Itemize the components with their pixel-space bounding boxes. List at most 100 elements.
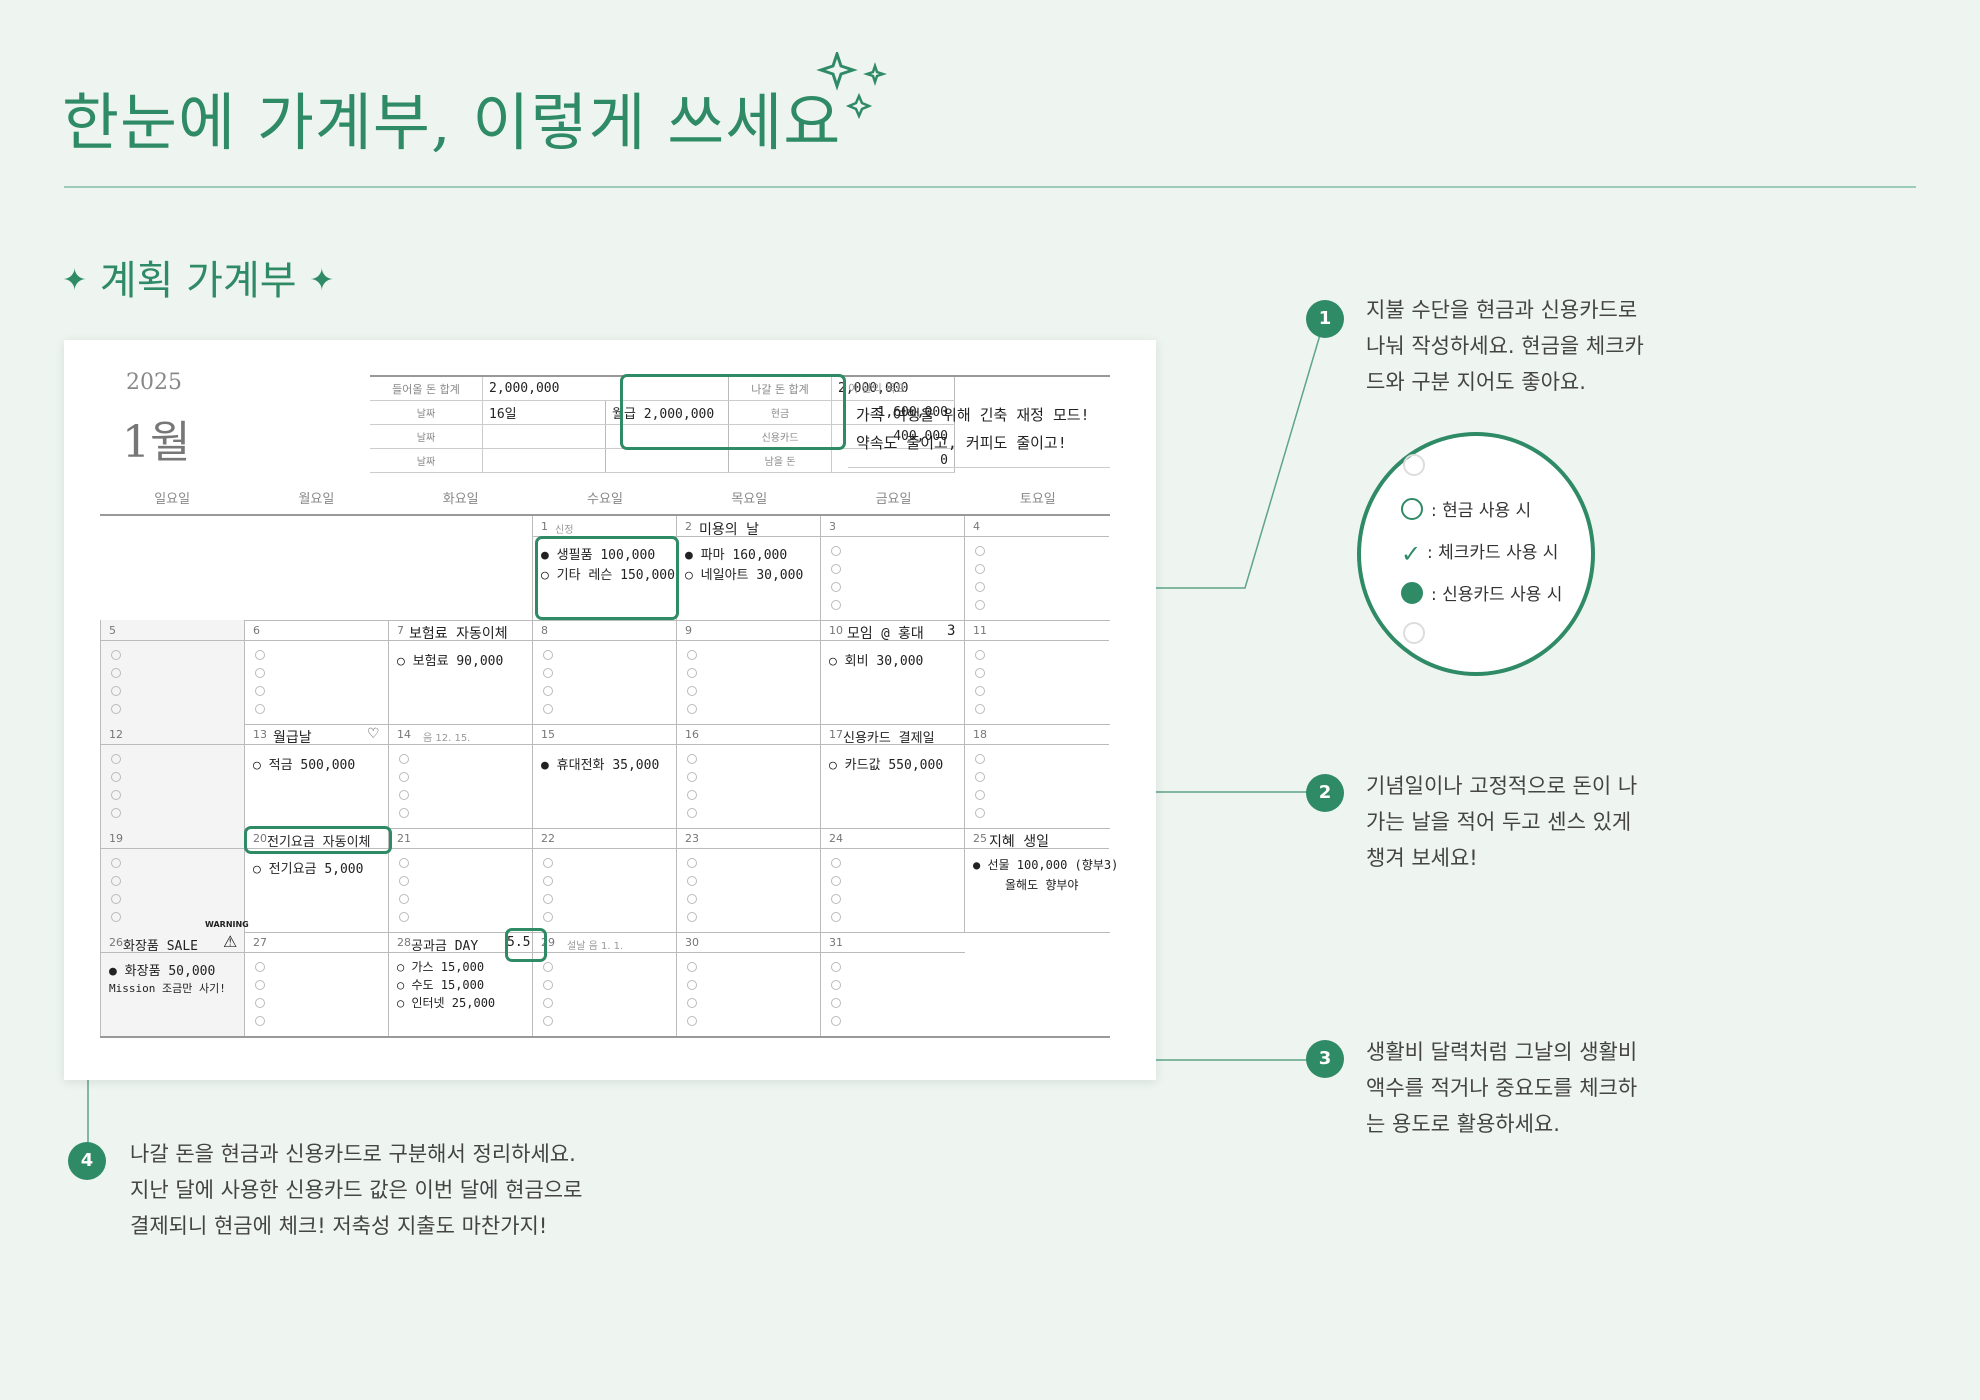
day-number: 25 (973, 832, 987, 845)
cash-value: 1,600,000 (831, 400, 955, 425)
entry: ○ 전기요금 5,000 (253, 862, 364, 877)
highlight-anniversary (244, 826, 392, 854)
entry: ○ 기타 레슨 150,000 (541, 568, 675, 583)
day-number: 11 (973, 624, 987, 637)
day-note: 공과금 DAY (411, 939, 479, 954)
day-number: 31 (829, 936, 843, 949)
day-cell-28: 28 공과금 DAY 5.5 ○ 가스 15,000 ○ 수도 15,000 ○… (388, 932, 533, 1036)
day-number: 19 (109, 832, 123, 845)
entry: ○ 회비 30,000 (829, 654, 924, 669)
day-number: 30 (685, 936, 699, 949)
day-number: 26 (109, 936, 123, 949)
day-cell-6: 6 (244, 620, 389, 724)
goal-line-1: 가족 여행을 위해 긴축 재정 모드! (856, 406, 1090, 424)
day-cell-22: 22 (532, 828, 677, 932)
day-note-extra: 5.5 (507, 935, 531, 950)
weekday-sat: 토요일 (1019, 492, 1056, 507)
day-cell-24: 24 (820, 828, 965, 932)
planner-sheet: 2025 1월 들어올 돈 합계 2,000,000 나갈 돈 합계 2,000… (64, 340, 1156, 1080)
day-cell-30: 30 (676, 932, 821, 1036)
legend-cash: : 현금 사용 시 (1401, 496, 1531, 521)
day-cell-18: 18 (964, 724, 1109, 828)
entry: ● 화장품 50,000 (109, 964, 216, 979)
day-note-extra: 3 (947, 623, 956, 639)
legend-check: ✓: 체크카드 사용 시 (1401, 540, 1559, 568)
entry: 올해도 향부야 (1005, 878, 1079, 892)
income-label: 들어올 돈 합계 (370, 375, 483, 401)
section-title: ✦ 계획 가계부 ✦ (62, 248, 334, 306)
title-divider (64, 186, 1916, 188)
weekday-tue: 화요일 (442, 492, 479, 507)
day-number: 12 (109, 728, 123, 741)
entry: ○ 카드값 550,000 (829, 758, 944, 773)
holiday-label: 음 12. 15. (423, 733, 471, 744)
weekday-thu: 목요일 (731, 492, 768, 507)
day-number: 23 (685, 832, 699, 845)
day-cell-4: 4 (964, 516, 1109, 620)
week-row-1: 1 신정 ● 생필품 100,000 ○ 기타 레슨 150,000 2 미용의… (100, 516, 1110, 620)
week-row-2: 5 6 7 보험료 자동이체 ○ 보험료 90,000 8 9 10 모임 @ … (100, 620, 1110, 724)
day-note: 월급날 (273, 730, 312, 746)
budget-summary-table: 들어올 돈 합계 2,000,000 나갈 돈 합계 2,000,000 날짜 … (370, 375, 955, 473)
callout-1-badge: 1 (1306, 300, 1344, 338)
heart-icon: ♡ (367, 726, 380, 742)
holiday-label: 신정 (555, 525, 574, 536)
day-note: 전기요금 자동이체 (267, 835, 371, 850)
entry: ○ 적금 500,000 (253, 758, 356, 773)
day-number: 24 (829, 832, 843, 845)
day-number: 22 (541, 832, 555, 845)
day-number: 10 (829, 624, 843, 637)
day-number: 20 (253, 832, 267, 845)
callout-4-text: 나갈 돈을 현금과 신용카드로 구분해서 정리하세요.지난 달에 사용한 신용카… (130, 1142, 583, 1238)
week-row-3: 12 13 월급날 ♡ ○ 적금 500,000 14 음 12. 15. 15… (100, 724, 1110, 828)
goal-label: 이 달의 목표 (848, 382, 906, 395)
day-cell-2: 2 미용의 날 ● 파마 160,000 ○ 네일아트 30,000 (676, 516, 821, 620)
day-cell-16: 16 (676, 724, 821, 828)
day-number: 5 (109, 624, 116, 637)
weekday-fri: 금요일 (875, 492, 912, 507)
day-number: 18 (973, 728, 987, 741)
callout-2-badge: 2 (1306, 774, 1344, 812)
warning-icon: ⚠ (223, 932, 238, 951)
entry: ○ 가스 15,000 (397, 960, 485, 974)
day-cell-23: 23 (676, 828, 821, 932)
date-label: 날짜 (370, 448, 483, 473)
day-cell-3: 3 (820, 516, 965, 620)
day-number: 2 (685, 520, 692, 533)
day-note: 화장품 SALE (123, 939, 199, 954)
highlight-day-entries (535, 536, 679, 620)
day-number: 17 (829, 728, 843, 741)
holiday-label: 설날 음 1. 1. (567, 941, 624, 952)
day-number: 16 (685, 728, 699, 741)
week-row-4: 19 20 전기요금 자동이체 ○ 전기요금 5,000 21 22 23 24… (100, 828, 1118, 932)
day-note: 모임 @ 홍대 (847, 626, 924, 642)
day-number: 14 (397, 728, 411, 741)
entry: ○ 보험료 90,000 (397, 654, 504, 669)
filled-circle-icon (1401, 582, 1423, 604)
day-number: 7 (397, 624, 404, 637)
day-cell-10: 10 모임 @ 홍대 3 ○ 회비 30,000 (820, 620, 965, 724)
remain-label: 남을 돈 (728, 448, 832, 473)
day-cell-9: 9 (676, 620, 821, 724)
highlight-daily-amount (505, 928, 547, 962)
entry: ● 휴대전화 35,000 (541, 758, 660, 773)
day-note: 보험료 자동이체 (409, 626, 508, 642)
entry: ● 생필품 100,000 (541, 548, 656, 563)
warning-label: WARNING (205, 920, 249, 929)
entry: ○ 네일아트 30,000 (685, 568, 804, 583)
weekday-wed: 수요일 (587, 492, 623, 507)
day-note: 신용카드 결제일 (843, 731, 935, 746)
day-note: 미용의 날 (699, 522, 759, 538)
entry: Mission 조금만 사기! (109, 982, 226, 995)
checkmark-icon: ✓ (1401, 540, 1422, 568)
planner-year: 2025 (126, 370, 182, 395)
goal-line-2: 약속도 줄이고, 커피도 줄이고! (856, 434, 1067, 452)
day-cell-29: 29 설날 음 1. 1. (532, 932, 677, 1036)
day-cell-8: 8 (532, 620, 677, 724)
entry: ● 파마 160,000 (685, 548, 788, 563)
day-cell-19: 19 (100, 828, 245, 932)
day-cell-7: 7 보험료 자동이체 ○ 보험료 90,000 (388, 620, 533, 724)
weekday-mon: 월요일 (298, 492, 335, 507)
day-number: 8 (541, 624, 548, 637)
